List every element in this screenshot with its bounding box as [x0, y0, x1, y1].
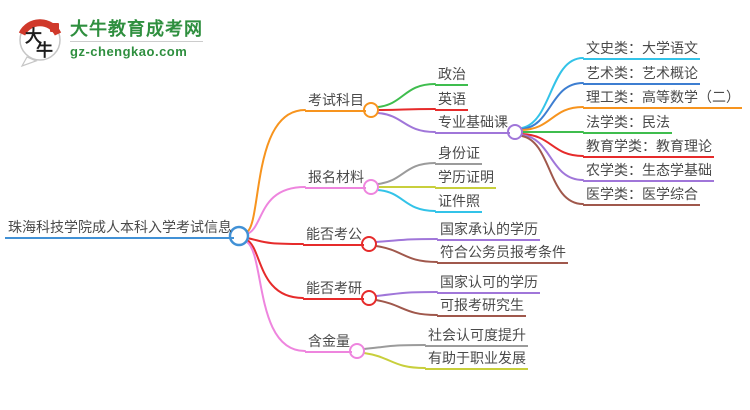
edge-exam-major-basics — [377, 112, 436, 133]
node-grad-eligible[interactable]: 可报考研究生 — [437, 296, 526, 317]
edge-value-social — [363, 344, 426, 350]
edge-basics-science — [521, 106, 584, 131]
node-state-accredited[interactable]: 国家认可的学历 — [437, 273, 540, 294]
toggle-root[interactable] — [228, 225, 250, 247]
node-cat-arts[interactable]: 艺术类：艺术概论 — [583, 64, 700, 85]
edge-root-materials — [246, 186, 306, 235]
toggle-major-basics[interactable] — [507, 124, 523, 140]
site-logo: 大 牛 大牛教育成考网 gz-chengkao.com — [14, 10, 203, 67]
node-value[interactable]: 含金量 — [305, 332, 352, 353]
node-cat-education[interactable]: 教育学类：教育理论 — [583, 137, 714, 158]
node-social-recognition[interactable]: 社会认可度提升 — [425, 326, 528, 347]
node-career-growth[interactable]: 有助于职业发展 — [425, 349, 528, 370]
toggle-exam-subjects[interactable] — [363, 102, 379, 118]
logo-divider — [70, 41, 203, 42]
node-civil-eligible[interactable]: 符合公务员报考条件 — [437, 243, 568, 264]
edge-civil-recognized — [375, 238, 438, 243]
node-politics[interactable]: 政治 — [435, 65, 468, 86]
toggle-civil-exam[interactable] — [361, 236, 377, 252]
edge-exam-english — [377, 108, 436, 111]
toggle-value[interactable] — [349, 343, 365, 359]
edge-root-grad-exam — [246, 239, 304, 299]
node-english[interactable]: 英语 — [435, 90, 468, 111]
edge-root-exam-subjects — [246, 109, 306, 233]
edge-value-career — [363, 352, 426, 369]
badge-char-niu: 牛 — [36, 40, 53, 60]
node-major-basics[interactable]: 专业基础课 — [435, 113, 510, 134]
node-diploma-proof[interactable]: 学历证明 — [435, 168, 496, 189]
node-materials[interactable]: 报名材料 — [305, 168, 366, 189]
node-cat-agriculture[interactable]: 农学类：生态学基础 — [583, 161, 714, 182]
edge-basics-arts — [521, 82, 584, 130]
toggle-materials[interactable] — [363, 179, 379, 195]
daniu-badge-icon: 大 牛 — [18, 19, 62, 67]
edge-exam-politics — [377, 83, 436, 108]
edge-civil-eligible — [375, 245, 438, 263]
node-cat-liberal-arts[interactable]: 文史类：大学语文 — [583, 39, 700, 60]
node-id-photo[interactable]: 证件照 — [435, 192, 482, 213]
node-civil-exam[interactable]: 能否考公 — [303, 225, 364, 246]
node-state-recognized[interactable]: 国家承认的学历 — [437, 220, 540, 241]
node-id-card[interactable]: 身份证 — [435, 144, 482, 165]
edge-basics-medicine — [521, 135, 584, 205]
edge-grad-accredited — [375, 291, 438, 297]
edge-root-civil-exam — [246, 237, 304, 245]
logo-title: 大牛教育成考网 — [70, 19, 203, 39]
node-cat-law[interactable]: 法学类：民法 — [583, 113, 672, 134]
node-grad-exam[interactable]: 能否考研 — [303, 279, 364, 300]
edge-basics-education — [521, 133, 584, 157]
badge-char-da: 大 — [25, 26, 42, 46]
edge-materials-id-card — [377, 162, 436, 185]
edge-materials-photo — [377, 189, 436, 212]
node-cat-science[interactable]: 理工类：高等数学（二） — [583, 88, 742, 109]
edge-grad-eligible — [375, 299, 438, 316]
edge-basics-agriculture — [521, 134, 584, 181]
node-exam-subjects[interactable]: 考试科目 — [305, 91, 366, 112]
logo-domain: gz-chengkao.com — [70, 44, 188, 59]
toggle-grad-exam[interactable] — [361, 290, 377, 306]
node-cat-medicine[interactable]: 医学类：医学综合 — [583, 185, 700, 206]
node-root[interactable]: 珠海科技学院成人本科入学考试信息 — [5, 218, 234, 239]
edge-basics-liberal-arts — [521, 57, 584, 129]
edge-root-value — [246, 241, 306, 352]
